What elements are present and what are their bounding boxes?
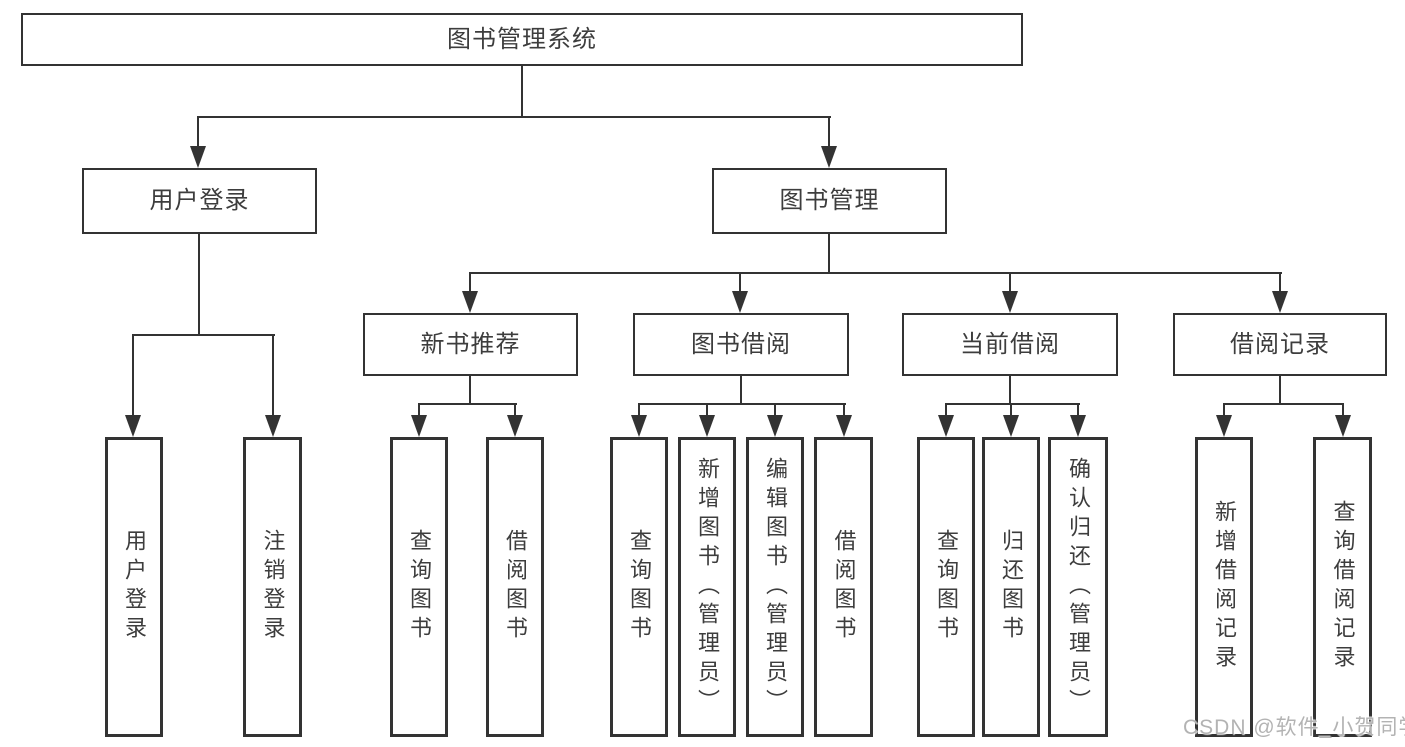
leaf-label: 查询图书 (627, 529, 652, 645)
arrow-to-leaf-borrow-books-2 (836, 404, 852, 437)
leaf-label: 归还图书 (999, 529, 1024, 645)
node-user-login: 用户登录 (82, 168, 317, 234)
leaf-label: 编辑图书（管理员） (763, 456, 788, 718)
arrow-to-leaf-add-book (699, 404, 715, 437)
leaf-label: 借阅图书 (503, 529, 528, 645)
leaf-confirm-return-admin: 确认归还（管理员） (1048, 437, 1108, 737)
connector-book-borrowing-stem (740, 375, 742, 405)
arrow-to-book-management (821, 117, 837, 168)
node-new-book-recommend: 新书推荐 (363, 313, 578, 376)
arrow-to-leaf-borrow-books-1 (507, 404, 523, 437)
connector-borrowing-records-rail (1223, 403, 1344, 405)
leaf-add-borrow-record: 新增借阅记录 (1195, 437, 1253, 737)
connector-new-book-rail (418, 403, 517, 405)
watermark: CSDN @软件_小贺同学 (1183, 716, 1405, 739)
leaf-label: 用户登录 (122, 529, 147, 645)
connector-book-borrowing-rail (638, 403, 846, 405)
arrow-to-leaf-logout (265, 335, 281, 437)
node-book-borrowing: 图书借阅 (633, 313, 849, 376)
arrow-to-book-borrowing (732, 273, 748, 313)
leaf-borrow-books-1: 借阅图书 (486, 437, 544, 737)
node-label: 新书推荐 (420, 330, 521, 358)
connector-level2-rail (197, 116, 831, 118)
leaf-label: 查询图书 (407, 529, 432, 645)
leaf-label: 借阅图书 (831, 529, 857, 645)
leaf-edit-book-admin: 编辑图书（管理员） (746, 437, 804, 737)
leaf-add-book-admin: 新增图书（管理员） (678, 437, 736, 737)
arrow-to-leaf-query-borrow-record (1335, 404, 1351, 437)
connector-new-book-stem (469, 375, 471, 405)
node-library-management-system: 图书管理系统 (21, 13, 1023, 66)
arrow-to-user-login (190, 117, 206, 168)
leaf-label: 查询借阅记录 (1330, 500, 1356, 674)
arrow-to-leaf-edit-book (767, 404, 783, 437)
arrow-to-new-book-recommend (462, 273, 478, 313)
connector-current-borrowing-rail (945, 403, 1080, 405)
connector-current-borrowing-stem (1009, 375, 1011, 405)
arrow-to-leaf-query-books-3 (938, 404, 954, 437)
leaf-label: 确认归还（管理员） (1066, 456, 1091, 718)
arrow-to-borrowing-records (1272, 273, 1288, 313)
arrow-to-leaf-query-books-2 (631, 404, 647, 437)
leaf-logout: 注销登录 (243, 437, 302, 737)
leaf-query-books-2: 查询图书 (610, 437, 668, 737)
arrow-to-leaf-query-books-1 (411, 404, 427, 437)
node-label: 借阅记录 (1230, 330, 1330, 358)
leaf-query-borrow-record: 查询借阅记录 (1313, 437, 1372, 737)
leaf-borrow-books-2: 借阅图书 (814, 437, 873, 737)
node-borrowing-records: 借阅记录 (1173, 313, 1387, 376)
leaf-label: 注销登录 (260, 529, 286, 645)
connector-user-login-stem (198, 233, 200, 336)
node-label: 图书管理 (779, 187, 880, 214)
leaf-query-books-3: 查询图书 (917, 437, 975, 737)
arrow-to-leaf-return-books (1003, 404, 1019, 437)
leaf-query-books-1: 查询图书 (390, 437, 448, 737)
connector-borrowing-records-stem (1279, 375, 1281, 405)
arrow-to-leaf-add-borrow-record (1216, 404, 1232, 437)
connector-level3-rail (469, 272, 1282, 274)
leaf-label: 新增图书（管理员） (695, 456, 720, 718)
node-label: 用户登录 (149, 187, 250, 214)
node-label: 图书借阅 (691, 330, 791, 358)
arrow-to-leaf-confirm-return (1070, 404, 1086, 437)
connector-book-management-stem (828, 233, 830, 273)
node-current-borrowing: 当前借阅 (902, 313, 1118, 376)
leaf-user-login: 用户登录 (105, 437, 163, 737)
arrow-to-leaf-user-login (125, 335, 141, 437)
leaf-label: 新增借阅记录 (1212, 500, 1237, 674)
node-book-management: 图书管理 (712, 168, 947, 234)
connector-root-stem (521, 64, 523, 117)
node-label: 图书管理系统 (447, 25, 597, 53)
arrow-to-current-borrowing (1002, 273, 1018, 313)
leaf-label: 查询图书 (934, 529, 959, 645)
connector-user-login-rail (132, 334, 275, 336)
node-label: 当前借阅 (960, 330, 1060, 358)
leaf-return-books: 归还图书 (982, 437, 1040, 737)
